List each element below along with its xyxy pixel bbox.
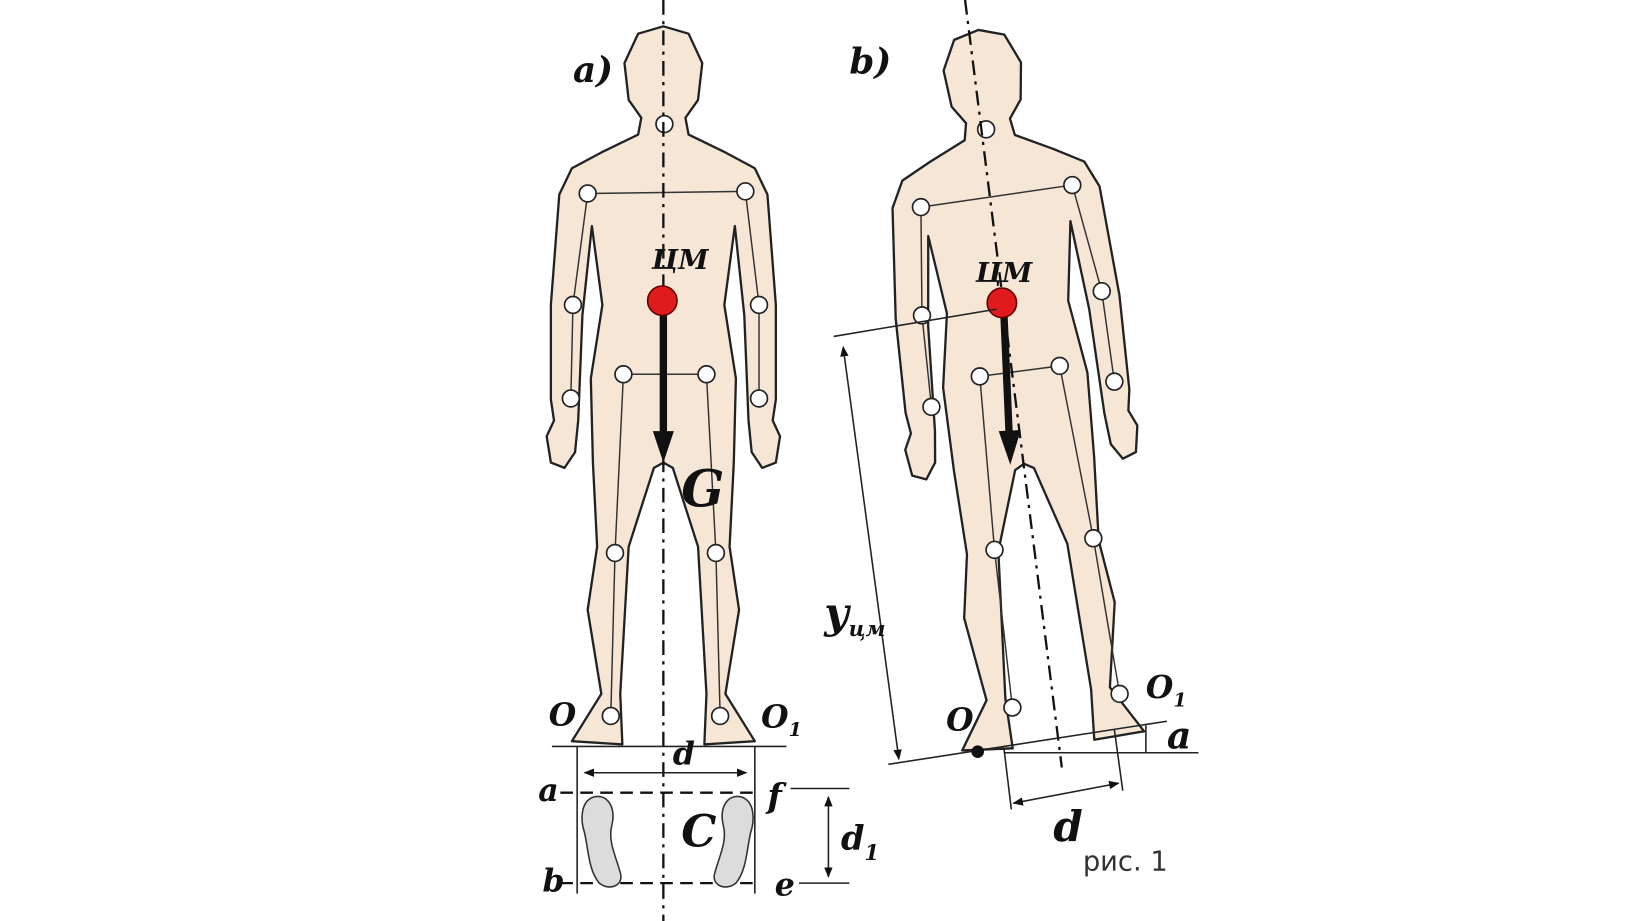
joint-ankle <box>601 706 621 726</box>
joint-shoulder <box>578 184 597 203</box>
joint-wrist <box>561 389 581 408</box>
skeleton-a <box>561 114 769 726</box>
center-of-mass-a <box>646 285 678 317</box>
joint-shoulder <box>1063 175 1082 195</box>
extension-line <box>1003 748 1013 810</box>
joint-shoulder <box>911 197 931 217</box>
support-point-o <box>971 745 984 759</box>
joint-wrist <box>1105 372 1124 391</box>
figure-a: a) ЦМ G O O1 d a b C f e d1 <box>538 0 879 921</box>
joint-hip <box>697 365 716 384</box>
line-label-e: e <box>775 867 795 904</box>
offset-dimension-d <box>1012 780 1120 806</box>
joint-knee <box>706 543 726 563</box>
support-o-label-a: O <box>549 696 577 733</box>
joint-ankle <box>710 706 730 726</box>
center-of-mass-b <box>986 287 1018 319</box>
joint-ankle <box>1003 698 1022 717</box>
cm-height-label: yцм <box>823 589 885 641</box>
joint-knee <box>1084 529 1103 548</box>
joint-ankle <box>1110 684 1129 704</box>
cm-label-b: ЦМ <box>975 257 1033 289</box>
gravity-arrowhead <box>652 431 674 463</box>
line-label-b: b <box>542 863 564 900</box>
inclined-ground-line <box>888 720 1168 766</box>
cm-extension-line <box>833 308 997 338</box>
panel-label-a: a) <box>573 49 613 91</box>
joint-shoulder <box>736 182 755 201</box>
support-o1-label-a: O1 <box>761 699 802 741</box>
cm-height-dimension <box>840 345 902 761</box>
footprint-right <box>713 795 754 888</box>
cm-label-a: ЦМ <box>651 244 709 276</box>
footprint-left <box>581 795 622 888</box>
line-label-f: f <box>765 775 787 815</box>
joint-elbow <box>1092 281 1111 301</box>
gravity-vector-b <box>1000 315 1013 437</box>
joint-hip <box>970 367 990 386</box>
tilt-angle-label: a <box>1167 713 1192 758</box>
support-o-label-b: O <box>946 702 974 739</box>
body-silhouette-b <box>861 16 1171 758</box>
line-label-a: a <box>538 772 558 809</box>
gravity-arrowhead-b <box>998 430 1021 465</box>
joint-hip <box>614 365 633 384</box>
joint-elbow <box>749 295 769 315</box>
joint-elbow <box>912 306 932 325</box>
joint-knee <box>605 543 625 563</box>
skeleton-b <box>911 120 1129 717</box>
body-axis-b <box>963 0 1063 768</box>
joint-wrist <box>749 389 769 408</box>
joint-knee <box>985 540 1004 560</box>
joint-elbow <box>563 295 583 315</box>
support-o1-label-b: O1 <box>1146 669 1187 711</box>
support-area-label-c: C <box>681 806 716 857</box>
joint-hip <box>1050 356 1069 376</box>
offset-label-d: d <box>1053 802 1082 851</box>
extension-line <box>1113 729 1124 791</box>
width-label-d: d <box>673 735 695 772</box>
joint-wrist <box>922 397 941 417</box>
figure-b: b) ЦМ yцм O O1 a d <box>823 0 1199 851</box>
gravity-label: G <box>681 460 724 519</box>
panel-label-b: b) <box>849 41 891 83</box>
figure-caption: рис. 1 <box>1083 847 1168 878</box>
depth-label-d1: d1 <box>841 817 879 865</box>
